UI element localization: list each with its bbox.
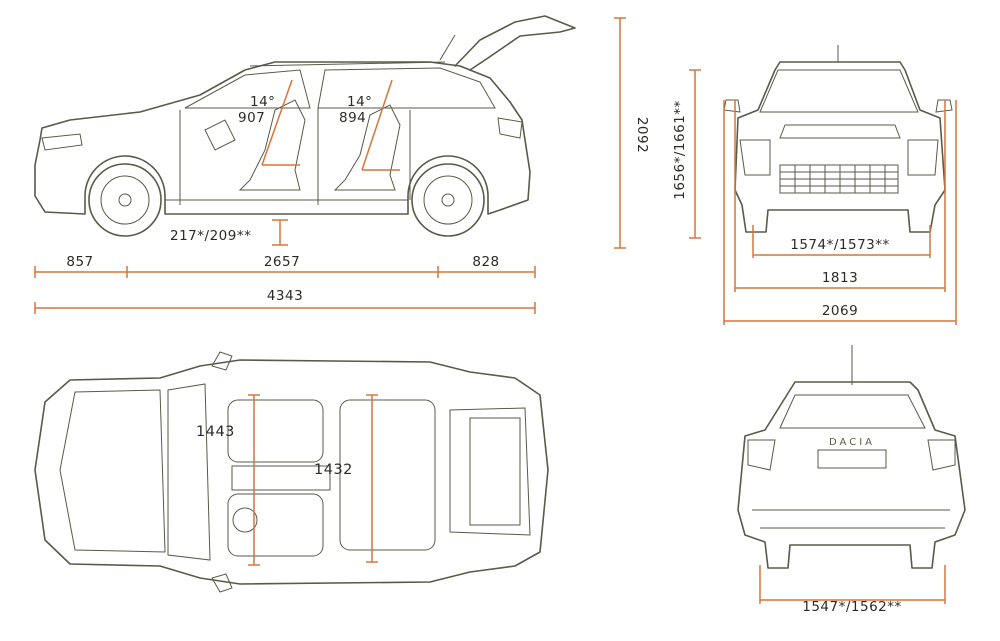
door-opening	[179, 108, 411, 205]
front-legroom-line	[261, 79, 293, 166]
top-windscreen	[167, 383, 211, 561]
height-tailgate-value: 2092	[634, 117, 650, 153]
rear-view	[737, 345, 966, 604]
front-overhang-value: 857	[66, 254, 93, 270]
front-seat	[238, 99, 306, 191]
length-value: 4343	[267, 288, 303, 304]
front-right-seat	[227, 493, 324, 557]
top-cargo	[449, 407, 531, 536]
rear-overhang-value: 828	[472, 254, 499, 270]
rear-body-outline	[737, 381, 966, 569]
right-headlight	[907, 139, 939, 176]
plate-area	[817, 449, 887, 469]
rear-bumper	[752, 509, 950, 529]
rear-elbow-value: 1432	[314, 462, 353, 478]
top-view	[34, 351, 549, 593]
roof-rail	[249, 61, 446, 67]
rear-seat	[333, 104, 401, 191]
side-view	[34, 15, 626, 314]
open-tailgate	[454, 15, 576, 71]
rear-track-value: 1547*/1562**	[802, 599, 902, 615]
front-left-seat	[227, 399, 324, 463]
rear-wheel	[411, 163, 485, 237]
top-right-mirror	[211, 573, 233, 593]
top-body-outline	[34, 359, 549, 585]
top-cargo-inner	[469, 417, 521, 526]
front-body-outline	[734, 61, 946, 233]
steering-wheel	[204, 119, 236, 151]
center-console	[231, 465, 331, 491]
rear-bench	[339, 399, 436, 551]
top-left-mirror	[211, 351, 233, 371]
wheelbase-value: 2657	[264, 254, 300, 270]
front-hub	[118, 193, 132, 207]
windscreen	[759, 69, 919, 113]
top-steering-wheel	[232, 507, 258, 533]
right-taillight	[927, 439, 956, 471]
front-elbow-value: 1443	[196, 424, 235, 440]
mirror-width-value: 2069	[822, 303, 858, 319]
tailgate-strut	[439, 34, 456, 61]
rear-hub	[441, 193, 455, 207]
rear-badge: DACIA	[829, 437, 875, 448]
rear-rim	[423, 175, 473, 225]
left-taillight	[747, 439, 776, 471]
front-view	[689, 45, 957, 325]
front-track-value: 1574*/1573**	[790, 237, 890, 253]
front-wheel	[88, 163, 162, 237]
top-bonnet	[59, 389, 166, 553]
front-seat-angle: 14°	[250, 94, 275, 110]
ground-clearance-value: 217*/209**	[170, 228, 251, 244]
headlight	[41, 133, 83, 151]
side-body-outline	[34, 61, 531, 215]
rear-window	[779, 394, 926, 429]
front-rim	[100, 175, 150, 225]
left-headlight	[739, 139, 771, 176]
front-legroom-value: 907	[238, 110, 265, 126]
left-mirror	[723, 99, 741, 113]
rear-legroom-line	[361, 79, 393, 171]
right-mirror	[935, 99, 953, 113]
front-height-value: 1656*/1661**	[672, 100, 688, 200]
side-window-line	[184, 67, 496, 109]
grille-mesh	[780, 165, 898, 193]
front-grille	[779, 124, 901, 139]
taillight	[497, 117, 523, 139]
front-width-value: 1813	[822, 270, 858, 286]
rear-legroom-value: 894	[339, 110, 366, 126]
rear-seat-angle: 14°	[347, 94, 372, 110]
